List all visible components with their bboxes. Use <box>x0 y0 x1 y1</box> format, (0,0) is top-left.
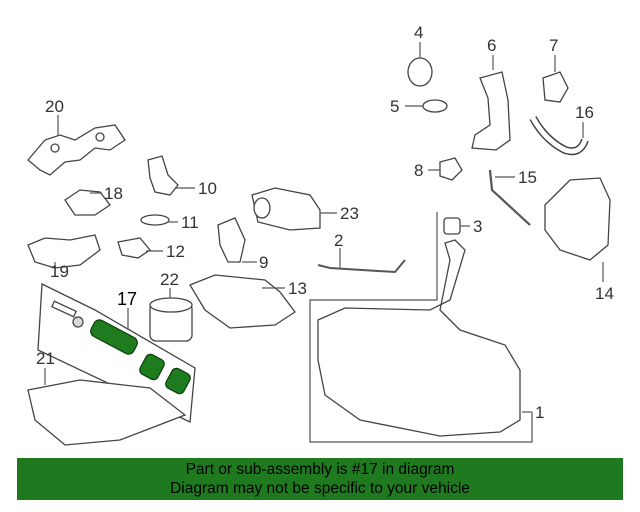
part-13-shield <box>189 274 296 329</box>
callout-11[interactable]: 11 <box>181 213 199 232</box>
callout-13[interactable]: 13 <box>288 279 307 298</box>
callout-22[interactable]: 22 <box>160 270 179 289</box>
part-2-fuel-line <box>317 248 406 274</box>
part-10-bracket <box>147 155 195 196</box>
part-8-elbow <box>428 157 463 181</box>
callout-16[interactable]: 16 <box>575 103 594 122</box>
callout-2[interactable]: 2 <box>334 231 343 250</box>
part-5-seal <box>405 99 448 113</box>
part-21-skid-plate <box>27 368 187 446</box>
callout-4[interactable]: 4 <box>414 23 423 42</box>
callout-18[interactable]: 18 <box>104 184 123 203</box>
part-20-bracket <box>27 115 126 176</box>
part-6-filler-neck <box>471 55 511 151</box>
part-4-grommet <box>407 42 433 87</box>
part-23-canister <box>251 187 337 231</box>
callout-1[interactable]: 1 <box>535 403 544 422</box>
callout-12[interactable]: 12 <box>166 242 185 261</box>
callout-19[interactable]: 19 <box>50 262 69 281</box>
part-12-bracket <box>117 237 163 259</box>
callout-10[interactable]: 10 <box>198 179 217 198</box>
callout-7[interactable]: 7 <box>549 36 558 55</box>
banner-line-2: Diagram may not be specific to your vehi… <box>170 480 470 497</box>
part-17-fuel-pump-assembly[interactable] <box>37 282 196 423</box>
callout-21[interactable]: 21 <box>36 349 55 368</box>
callout-8[interactable]: 8 <box>414 161 423 180</box>
part-7-valve <box>542 55 569 103</box>
part-16-hose <box>529 116 589 156</box>
callout-23[interactable]: 23 <box>340 204 359 223</box>
callout-20[interactable]: 20 <box>45 97 64 116</box>
callout-9[interactable]: 9 <box>259 253 268 272</box>
part-9-bracket <box>217 217 257 263</box>
callout-5[interactable]: 5 <box>390 97 399 116</box>
part-14-shield <box>544 177 611 282</box>
callout-15[interactable]: 15 <box>518 168 537 187</box>
callout-14[interactable]: 14 <box>595 284 614 303</box>
part-19-bracket <box>27 234 101 269</box>
callout-6[interactable]: 6 <box>487 36 496 55</box>
part-15-strap <box>488 169 531 226</box>
part-1-fuel-tank <box>309 212 533 443</box>
info-banner: Part or sub-assembly is #17 in diagram D… <box>17 458 623 500</box>
callout-17[interactable]: 17 <box>117 289 137 309</box>
part-11-clip <box>140 214 178 226</box>
callout-3[interactable]: 3 <box>473 217 482 236</box>
part-18-bracket <box>64 189 111 216</box>
banner-line-1: Part or sub-assembly is #17 in diagram <box>185 461 455 478</box>
part-22-filter <box>149 288 193 342</box>
part-3-cap <box>443 217 470 235</box>
